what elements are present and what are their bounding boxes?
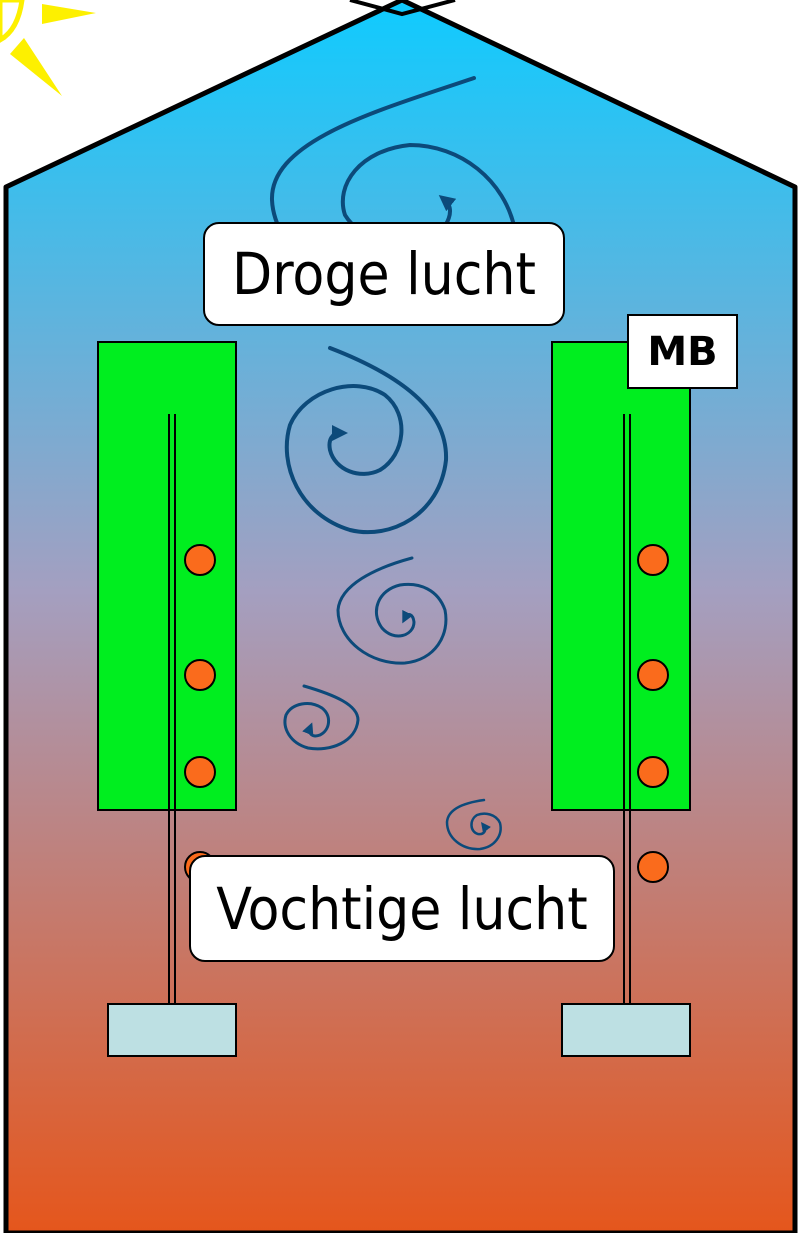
- heating-pipe-icon: [637, 544, 669, 576]
- vortex-icon: [284, 346, 449, 535]
- vortex-icon: [445, 798, 502, 851]
- heating-pipe-icon: [184, 756, 216, 788]
- vortex-icon: [283, 684, 360, 751]
- label-mb: MB: [627, 314, 738, 389]
- support-wire-right: [623, 414, 631, 1003]
- heating-pipe-icon: [184, 659, 216, 691]
- heating-pipe-icon: [637, 659, 669, 691]
- base-block-right: [561, 1003, 691, 1057]
- sun-icon: [0, 0, 96, 96]
- heating-pipe-icon: [637, 756, 669, 788]
- heating-pipe-icon: [637, 851, 669, 883]
- support-wire-left: [168, 414, 176, 1003]
- base-block-left: [107, 1003, 237, 1057]
- heating-pipe-icon: [184, 544, 216, 576]
- vortex-icon: [336, 556, 448, 665]
- roof-vent-icon: [349, 0, 456, 17]
- crop-row-left: [97, 341, 237, 811]
- label-humid-air: Vochtige lucht: [189, 855, 615, 962]
- crop-row-right: [551, 341, 691, 811]
- label-dry-air: Droge lucht: [203, 222, 565, 326]
